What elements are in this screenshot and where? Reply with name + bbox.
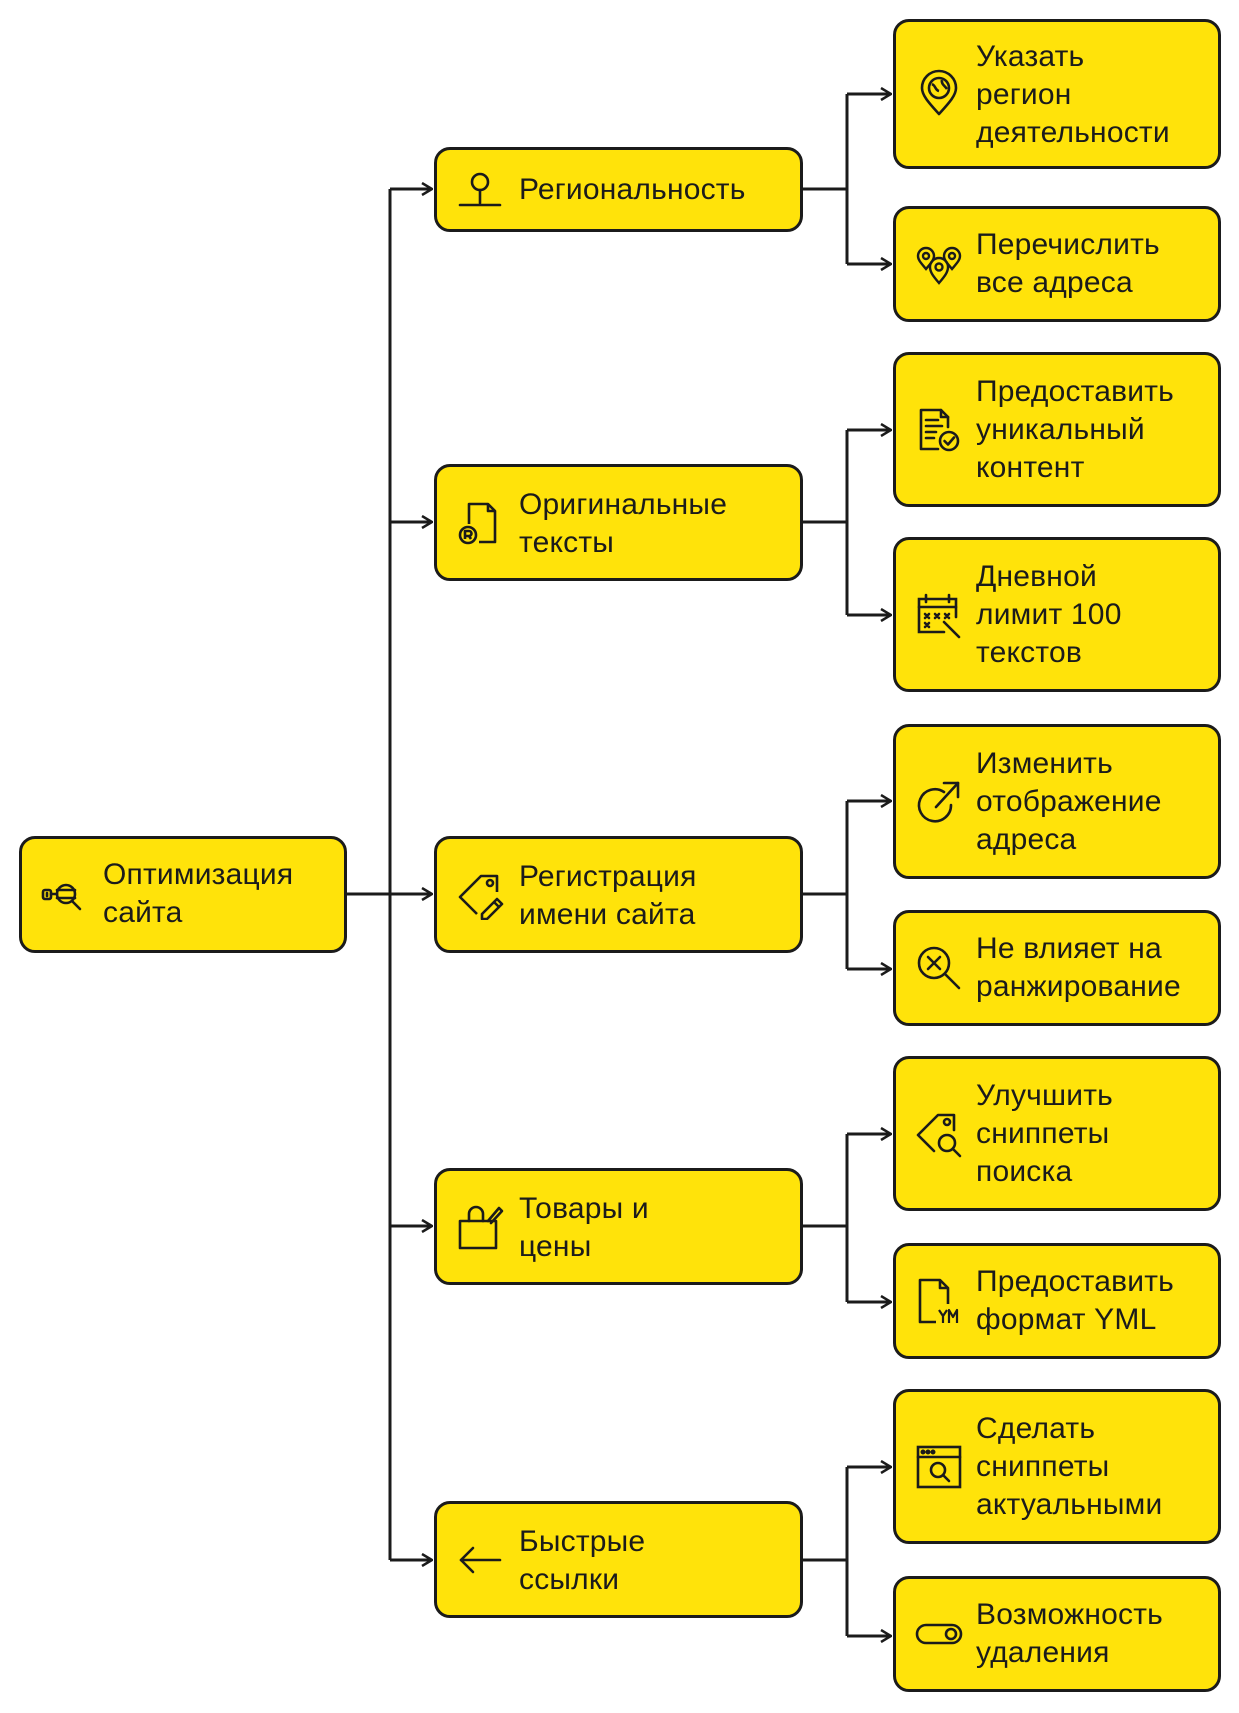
copyright-document-icon (455, 498, 505, 548)
leaf-unique-content: Предоставить уникальный контент (893, 352, 1221, 507)
branch-label: Региональность (519, 173, 746, 206)
root-label: Оптимизация сайта (103, 858, 294, 929)
shopping-bag-icon (455, 1202, 505, 1252)
multiple-pins-icon (914, 239, 964, 289)
root-node: Оптимизация сайта (19, 836, 347, 953)
search-cancel-icon (914, 943, 964, 993)
tag-search-icon (914, 1109, 964, 1159)
tag-pencil-icon (455, 870, 505, 920)
leaf-actual-snippets: Сделать сниппеты актуальными (893, 1389, 1221, 1544)
leaf-no-ranking-effect: Не влияет на ранжирование (893, 910, 1221, 1026)
branch-quick-links: Быстрые ссылки (434, 1501, 803, 1618)
leaf-label: Указать регион деятельности (976, 40, 1170, 149)
leaf-label: Перечислить все адреса (976, 228, 1160, 299)
seo-optimization-icon (39, 870, 89, 920)
leaf-label: Изменить отображение адреса (976, 747, 1162, 856)
branch-site-name-registration: Регистрация имени сайта (434, 836, 803, 953)
leaf-label: Предоставить формат YML (976, 1265, 1175, 1336)
branch-label: Оригинальные тексты (519, 488, 728, 559)
leaf-label: Дневной лимит 100 текстов (976, 560, 1122, 669)
redirect-arrow-icon (914, 777, 964, 827)
branch-regionality: Региональность (434, 147, 803, 232)
leaf-label: Сделать сниппеты актуальными (976, 1412, 1163, 1521)
leaf-daily-limit: Дневной лимит 100 текстов (893, 537, 1221, 692)
leaf-list-addresses: Перечислить все адреса (893, 206, 1221, 322)
branch-original-texts: Оригинальные тексты (434, 464, 803, 581)
branch-label: Товары и цены (519, 1192, 649, 1263)
leaf-removal-option: Возможность удаления (893, 1576, 1221, 1692)
yml-file-icon (914, 1276, 964, 1326)
leaf-yml-format: Предоставить формат YML (893, 1243, 1221, 1359)
branch-goods-prices: Товары и цены (434, 1168, 803, 1285)
branch-label: Регистрация имени сайта (519, 860, 697, 931)
leaf-label: Улучшить сниппеты поиска (976, 1079, 1113, 1188)
leaf-change-address-display: Изменить отображение адреса (893, 724, 1221, 879)
leaf-label: Предоставить уникальный контент (976, 375, 1175, 484)
toggle-switch-icon (914, 1609, 964, 1659)
branch-label: Быстрые ссылки (519, 1525, 646, 1596)
globe-pin-icon (914, 69, 964, 119)
leaf-specify-region: Указать регион деятельности (893, 19, 1221, 169)
document-check-icon (914, 405, 964, 455)
browser-search-icon (914, 1442, 964, 1492)
location-pin-icon (455, 165, 505, 215)
calendar-limit-icon (914, 590, 964, 640)
leaf-label: Возможность удаления (976, 1598, 1163, 1669)
arrow-left-icon (455, 1535, 505, 1585)
leaf-label: Не влияет на ранжирование (976, 932, 1181, 1003)
leaf-improve-snippets: Улучшить сниппеты поиска (893, 1056, 1221, 1211)
